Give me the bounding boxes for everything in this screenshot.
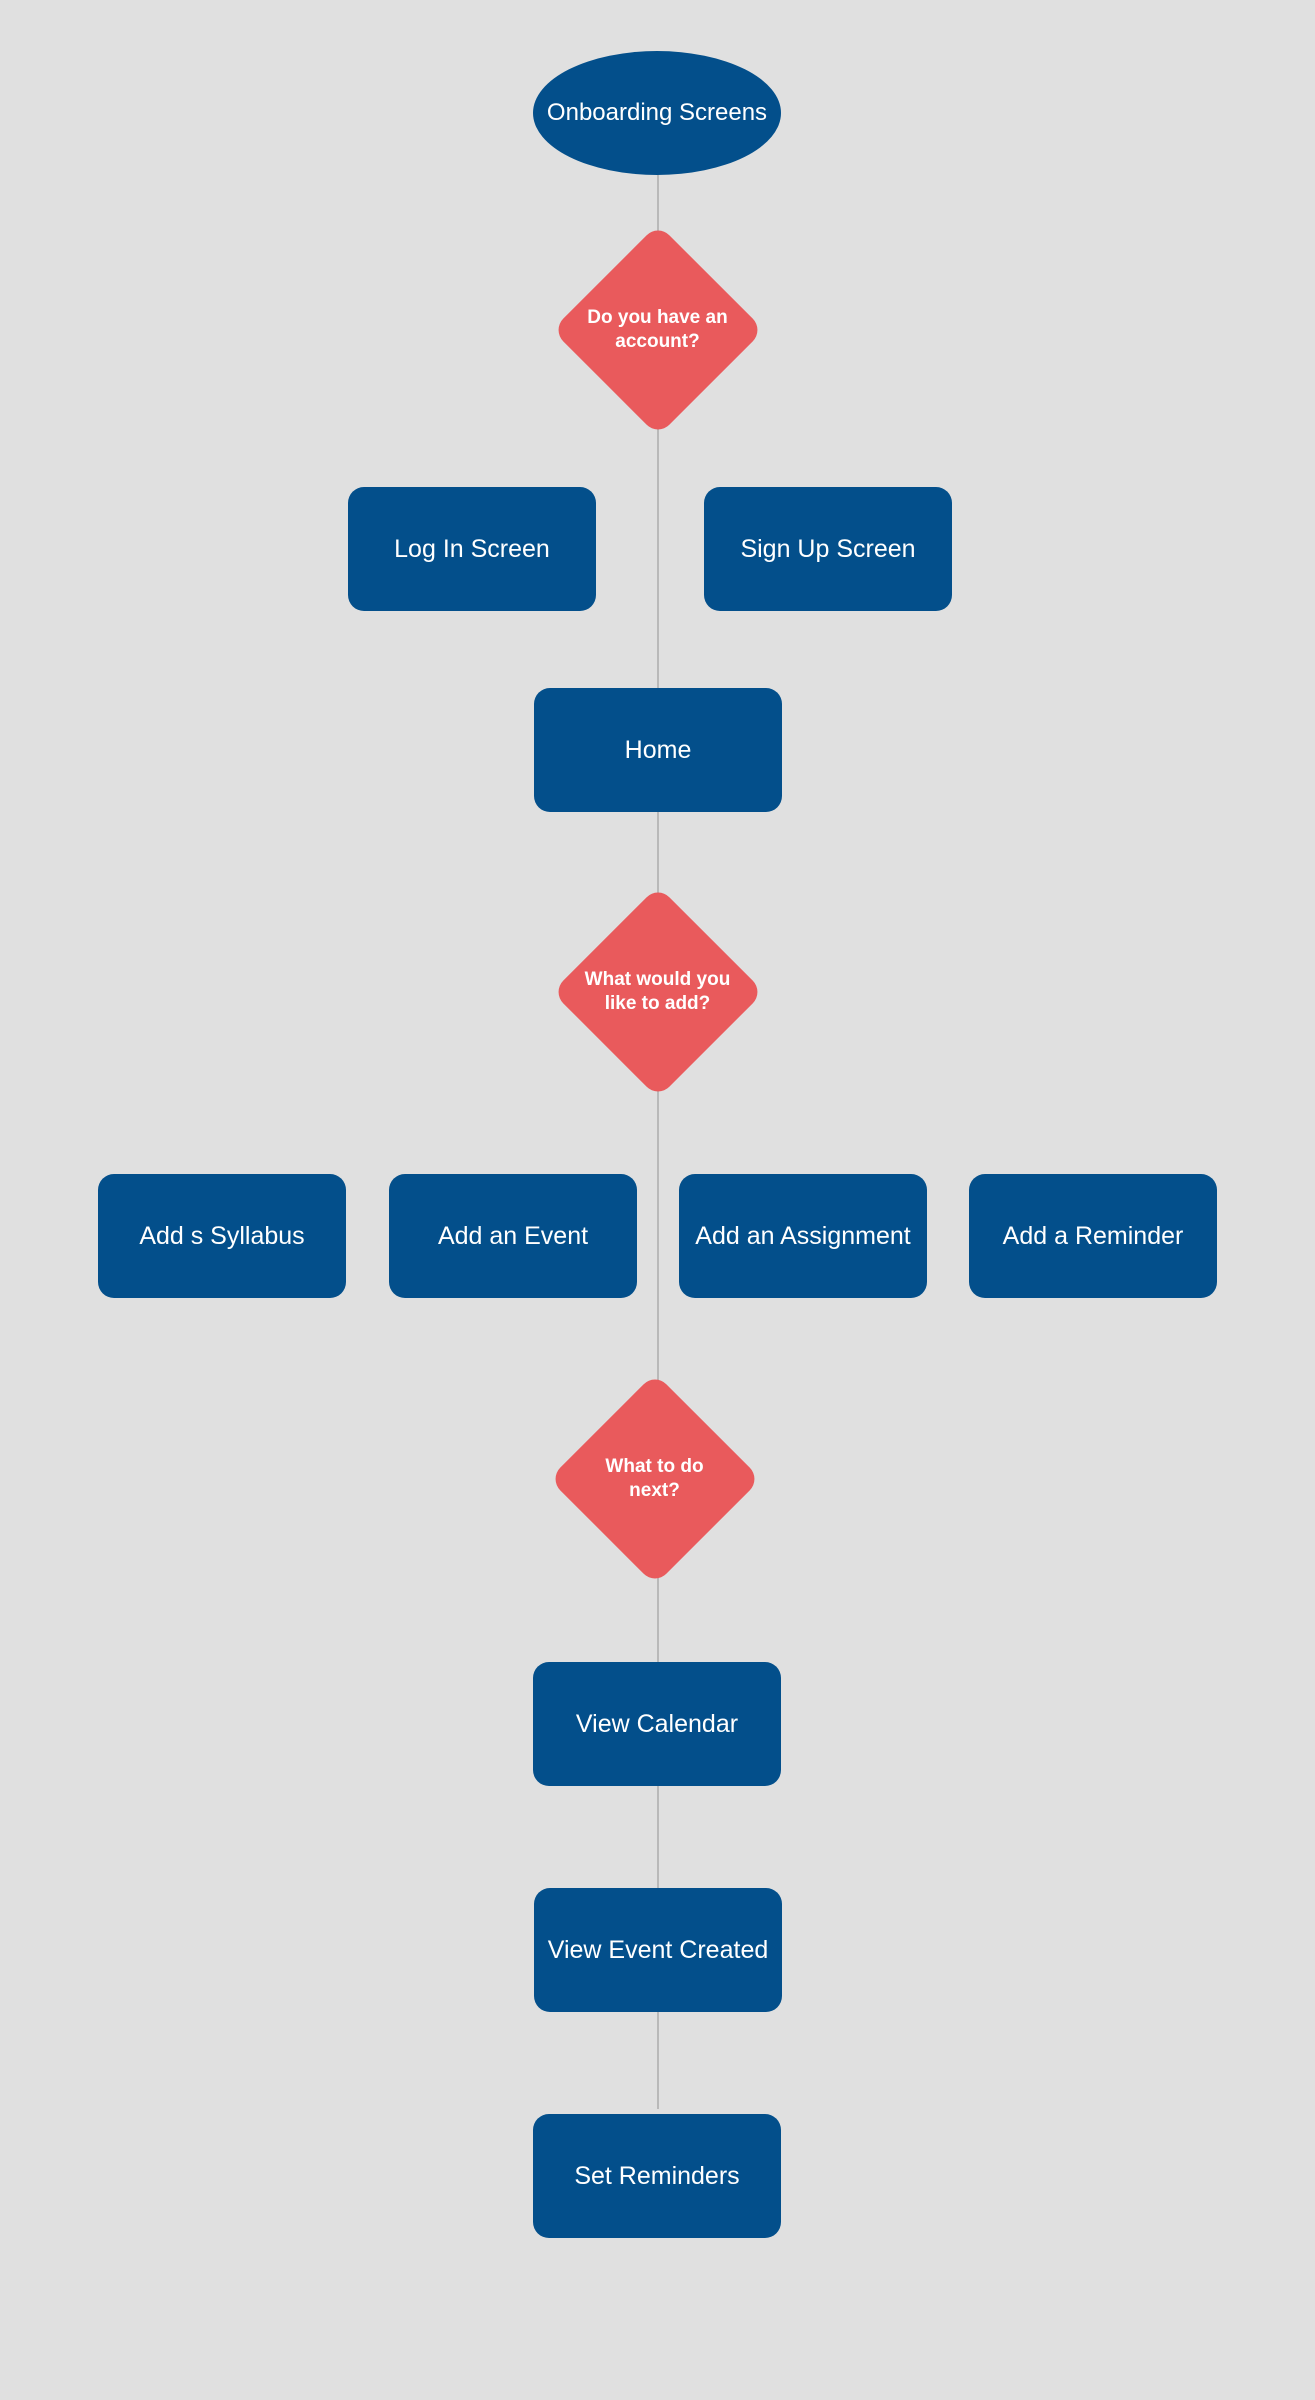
add-syllabus-node: Add s Syllabus <box>98 1174 346 1298</box>
view-event-created-label: View Event Created <box>547 1935 769 1964</box>
add-reminder-node: Add a Reminder <box>969 1174 1217 1298</box>
start-node-onboarding-screens: Onboarding Screens <box>533 51 781 175</box>
add-assignment-label: Add an Assignment <box>695 1221 911 1250</box>
set-reminders-label: Set Reminders <box>574 2161 740 2190</box>
add-reminder-label: Add a Reminder <box>1002 1221 1184 1250</box>
add-assignment-node: Add an Assignment <box>679 1174 927 1298</box>
decision-add-label: What would you like to add? <box>584 968 731 1014</box>
decision-add: What would you like to add? <box>551 885 765 1099</box>
login-screen-node: Log In Screen <box>348 487 596 611</box>
view-calendar-label: View Calendar <box>575 1709 739 1738</box>
home-label: Home <box>624 735 692 764</box>
home-node: Home <box>534 688 782 812</box>
view-event-created-node: View Event Created <box>534 1888 782 2012</box>
flow-connector-line <box>657 113 659 2109</box>
view-calendar-node: View Calendar <box>533 1662 781 1786</box>
decision-next: What to do next? <box>548 1372 762 1586</box>
add-syllabus-label: Add s Syllabus <box>139 1221 305 1250</box>
start-node-label: Onboarding Screens <box>546 99 768 126</box>
decision-account-label: Do you have an account? <box>587 306 728 352</box>
signup-screen-label: Sign Up Screen <box>740 534 916 563</box>
decision-account: Do you have an account? <box>551 223 765 437</box>
signup-screen-node: Sign Up Screen <box>704 487 952 611</box>
add-event-node: Add an Event <box>389 1174 637 1298</box>
set-reminders-node: Set Reminders <box>533 2114 781 2238</box>
decision-next-label: What to do next? <box>605 1455 704 1501</box>
login-screen-label: Log In Screen <box>394 534 550 563</box>
add-event-label: Add an Event <box>437 1221 589 1250</box>
